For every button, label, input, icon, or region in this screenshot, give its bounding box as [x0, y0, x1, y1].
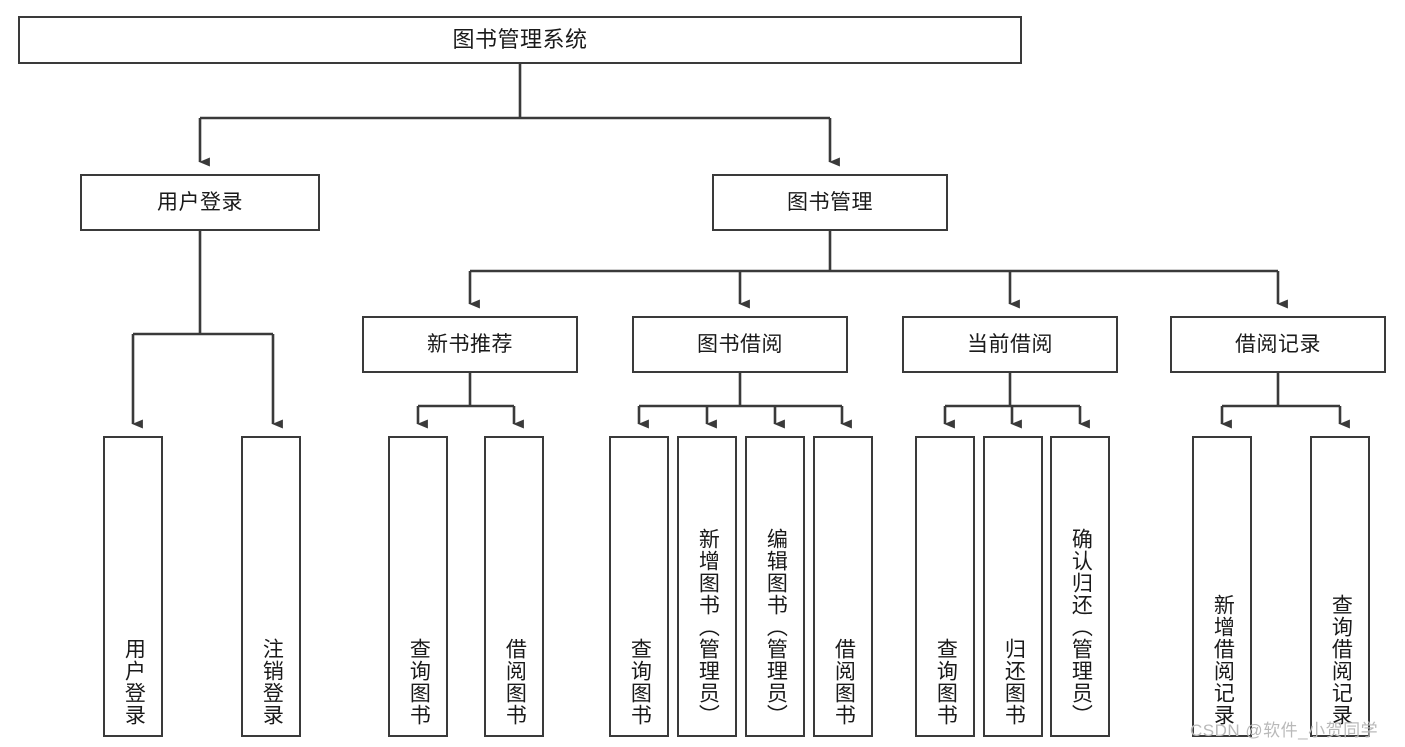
leaf-label: 注销登录: [260, 638, 284, 726]
leaf-user-login-login[interactable]: 用户登录: [103, 436, 163, 737]
node-label: 借阅记录: [1235, 332, 1321, 356]
leaf-label: 借阅图书: [832, 638, 856, 726]
node-label: 图书管理系统: [452, 26, 588, 52]
leaf-borrow-record-add[interactable]: 新增借阅记录: [1192, 436, 1252, 737]
leaf-user-login-logout[interactable]: 注销登录: [241, 436, 301, 737]
node-current-borrow[interactable]: 当前借阅: [902, 316, 1118, 373]
node-book-borrow[interactable]: 图书借阅: [632, 316, 848, 373]
node-label: 新书推荐: [427, 332, 513, 356]
leaf-label: 归还图书: [1002, 638, 1026, 726]
leaf-book-borrow-query[interactable]: 查询图书: [609, 436, 669, 737]
leaf-label: 确认归还（管理员）: [1069, 528, 1093, 726]
watermark-text: CSDN @软件_小贺同学: [1190, 721, 1379, 740]
node-label: 用户登录: [157, 190, 243, 214]
leaf-new-book-borrow[interactable]: 借阅图书: [484, 436, 544, 737]
leaf-label: 编辑图书（管理员）: [764, 528, 788, 726]
leaf-label: 查询图书: [407, 638, 431, 726]
node-borrow-record[interactable]: 借阅记录: [1170, 316, 1386, 373]
leaf-current-borrow-query[interactable]: 查询图书: [915, 436, 975, 737]
leaf-label: 借阅图书: [503, 638, 527, 726]
leaf-current-borrow-confirm-return[interactable]: 确认归还（管理员）: [1050, 436, 1110, 737]
leaf-label: 用户登录: [122, 638, 146, 726]
node-book-management[interactable]: 图书管理: [712, 174, 948, 231]
leaf-label: 查询图书: [934, 638, 958, 726]
leaf-label: 查询借阅记录: [1329, 594, 1353, 726]
node-label: 当前借阅: [967, 332, 1053, 356]
leaf-book-borrow-borrow[interactable]: 借阅图书: [813, 436, 873, 737]
leaf-label: 新增图书（管理员）: [696, 528, 720, 726]
leaf-current-borrow-return[interactable]: 归还图书: [983, 436, 1043, 737]
csdn-watermark: CSDN @软件_小贺同学: [1190, 716, 1378, 741]
leaf-label: 查询图书: [628, 638, 652, 726]
leaf-borrow-record-query[interactable]: 查询借阅记录: [1310, 436, 1370, 737]
leaf-label: 新增借阅记录: [1211, 594, 1235, 726]
node-label: 图书借阅: [697, 332, 783, 356]
node-new-book-recommend[interactable]: 新书推荐: [362, 316, 578, 373]
node-user-login[interactable]: 用户登录: [80, 174, 320, 231]
leaf-book-borrow-edit[interactable]: 编辑图书（管理员）: [745, 436, 805, 737]
node-root-system[interactable]: 图书管理系统: [18, 16, 1022, 64]
leaf-book-borrow-add[interactable]: 新增图书（管理员）: [677, 436, 737, 737]
leaf-new-book-query[interactable]: 查询图书: [388, 436, 448, 737]
node-label: 图书管理: [787, 190, 873, 214]
